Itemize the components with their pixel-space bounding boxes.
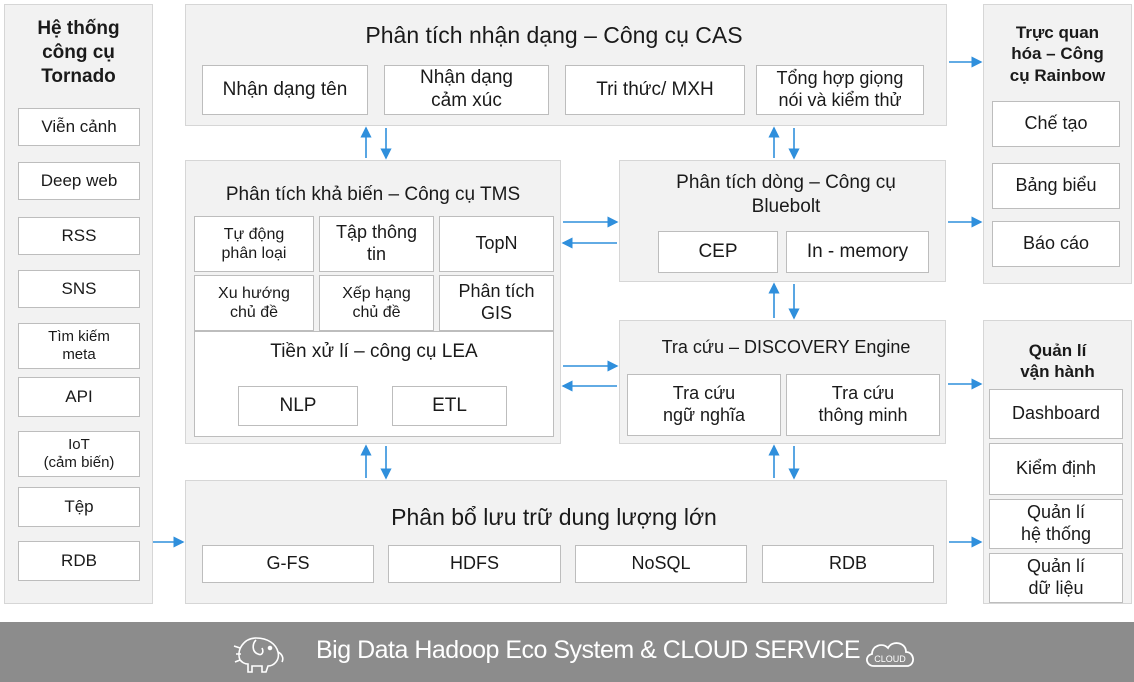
storage-panel: Phân bổ lưu trữ dung lượng lớn G-FS HDFS…: [185, 480, 947, 604]
bluebolt-item-in-memory: In - memory: [786, 231, 929, 273]
source-item-vien-canh: Viễn cảnh: [18, 108, 140, 146]
bluebolt-panel: Phân tích dòng – Công cụ Bluebolt CEP In…: [619, 160, 946, 282]
storage-item-nosql: NoSQL: [575, 545, 747, 583]
storage-item-gfs: G-FS: [202, 545, 374, 583]
footer-banner: Big Data Hadoop Eco System & CLOUD SERVI…: [0, 622, 1134, 682]
tms-item-auto-classify: Tự động phân loại: [194, 216, 314, 272]
operations-item-dashboard: Dashboard: [989, 389, 1123, 439]
source-item-deep-web: Deep web: [18, 162, 140, 200]
operations-item-verification: Kiểm định: [989, 443, 1123, 495]
discovery-item-semantic: Tra cứu ngữ nghĩa: [627, 374, 781, 436]
discovery-title: Tra cứu – DISCOVERY Engine: [661, 337, 911, 357]
tms-item-topic-trend: Xu hướng chủ đề: [194, 275, 314, 331]
cas-item-name-recognition: Nhận dạng tên: [202, 65, 368, 115]
tornado-panel: Hệ thống công cụ Tornado Viễn cảnh Deep …: [4, 4, 153, 604]
elephant-icon: [233, 637, 284, 673]
rainbow-panel: Trực quan hóa – Công cụ Rainbow Chế tạo …: [983, 4, 1132, 284]
operations-item-system-mgmt: Quản lí hệ thống: [989, 499, 1123, 549]
lea-title: Tiền xử lí – công cụ LEA: [270, 341, 478, 362]
rainbow-item-create: Chế tạo: [992, 101, 1120, 147]
rainbow-title: Trực quan hóa – Công cụ Rainbow: [1009, 23, 1106, 85]
source-item-rdb: RDB: [18, 541, 140, 581]
storage-item-rdb: RDB: [762, 545, 934, 583]
source-item-api: API: [18, 377, 140, 417]
operations-item-data-mgmt: Quản lí dữ liệu: [989, 553, 1123, 603]
lea-panel: Tiền xử lí – công cụ LEA NLP ETL: [194, 331, 554, 437]
storage-item-hdfs: HDFS: [388, 545, 561, 583]
rainbow-item-report: Báo cáo: [992, 221, 1120, 267]
lea-item-nlp: NLP: [238, 386, 358, 426]
tornado-title: Hệ thống công cụ Tornado: [37, 18, 120, 87]
cas-item-speech-synthesis: Tổng hợp giọng nói và kiểm thử: [756, 65, 924, 115]
cas-title: Phân tích nhận dạng – Công cụ CAS: [365, 22, 743, 48]
tms-item-topn: TopN: [439, 216, 554, 272]
source-item-sns: SNS: [18, 270, 140, 308]
discovery-panel: Tra cứu – DISCOVERY Engine Tra cứu ngữ n…: [619, 320, 946, 444]
cas-item-knowledge-social: Tri thức/ MXH: [565, 65, 745, 115]
operations-title: Quản lí vận hành: [1020, 341, 1095, 382]
cas-item-emotion-recognition: Nhận dạng cảm xúc: [384, 65, 549, 115]
footer-text: Big Data Hadoop Eco System & CLOUD SERVI…: [316, 636, 861, 664]
source-item-rss: RSS: [18, 217, 140, 255]
discovery-item-smart: Tra cứu thông minh: [786, 374, 940, 436]
tms-item-gis: Phân tích GIS: [439, 275, 554, 331]
cloud-icon: CLOUD: [866, 642, 914, 667]
storage-title: Phân bổ lưu trữ dung lượng lớn: [391, 504, 717, 530]
bluebolt-item-cep: CEP: [658, 231, 778, 273]
source-item-meta-search: Tìm kiếm meta: [18, 323, 140, 369]
tms-panel: Phân tích khả biến – Công cụ TMS Tự động…: [185, 160, 561, 444]
lea-item-etl: ETL: [392, 386, 507, 426]
source-item-file: Tệp: [18, 487, 140, 527]
cas-panel: Phân tích nhận dạng – Công cụ CAS Nhận d…: [185, 4, 947, 126]
tms-item-info-set: Tập thông tin: [319, 216, 434, 272]
source-item-iot: IoT (cảm biến): [18, 431, 140, 477]
rainbow-item-table: Bảng biểu: [992, 163, 1120, 209]
cloud-icon-label: CLOUD: [874, 654, 906, 664]
tms-title: Phân tích khả biến – Công cụ TMS: [225, 184, 521, 205]
operations-panel: Quản lí vận hành Dashboard Kiểm định Quả…: [983, 320, 1132, 604]
tms-item-topic-rank: Xếp hạng chủ đề: [319, 275, 434, 331]
bluebolt-title: Phân tích dòng – Công cụ Bluebolt: [676, 172, 896, 217]
